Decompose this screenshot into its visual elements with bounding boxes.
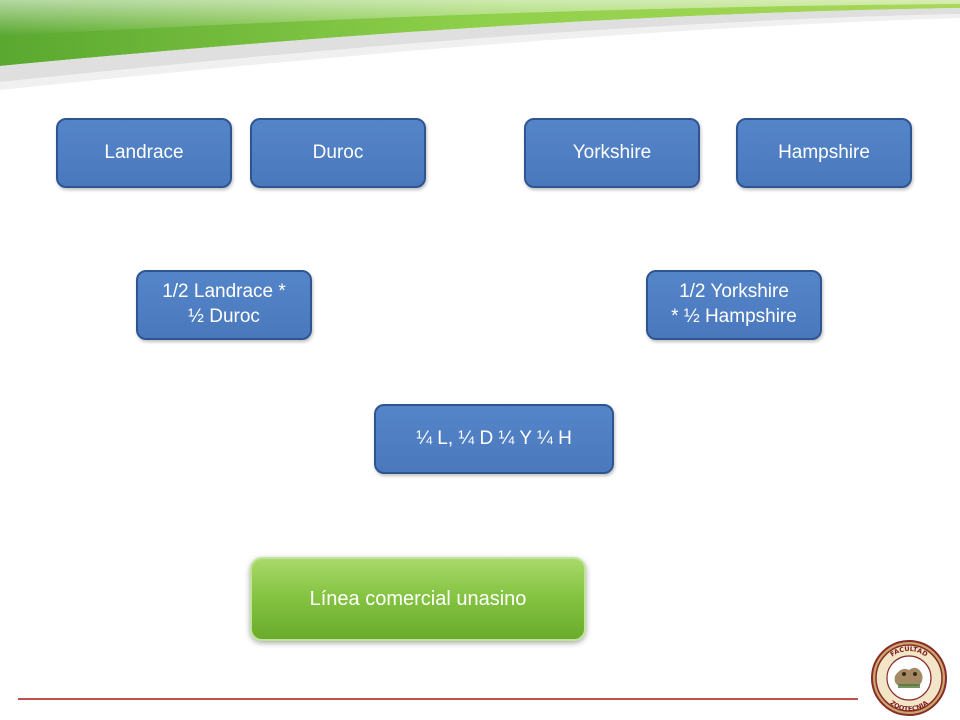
commercial-line-button[interactable]: Línea comercial unasino bbox=[250, 557, 586, 641]
banner-grey-wave bbox=[0, 8, 960, 82]
node-four-way-cross: ¼ L, ¼ D ¼ Y ¼ H bbox=[374, 404, 614, 474]
node-landrace: Landrace bbox=[56, 118, 232, 188]
node-hampshire: Hampshire bbox=[736, 118, 912, 188]
node-duroc: Duroc bbox=[250, 118, 426, 188]
node-yorkshire-hampshire-cross: 1/2 Yorkshire * ½ Hampshire bbox=[646, 270, 822, 340]
node-yorkshire: Yorkshire bbox=[524, 118, 700, 188]
banner-highlight bbox=[0, 0, 960, 36]
header-banner bbox=[0, 0, 960, 90]
faculty-seal-logo: FACULTAD ZOOTECNIA bbox=[871, 640, 947, 716]
node-landrace-duroc-cross: 1/2 Landrace * ½ Duroc bbox=[136, 270, 312, 340]
footer-divider bbox=[18, 698, 858, 700]
